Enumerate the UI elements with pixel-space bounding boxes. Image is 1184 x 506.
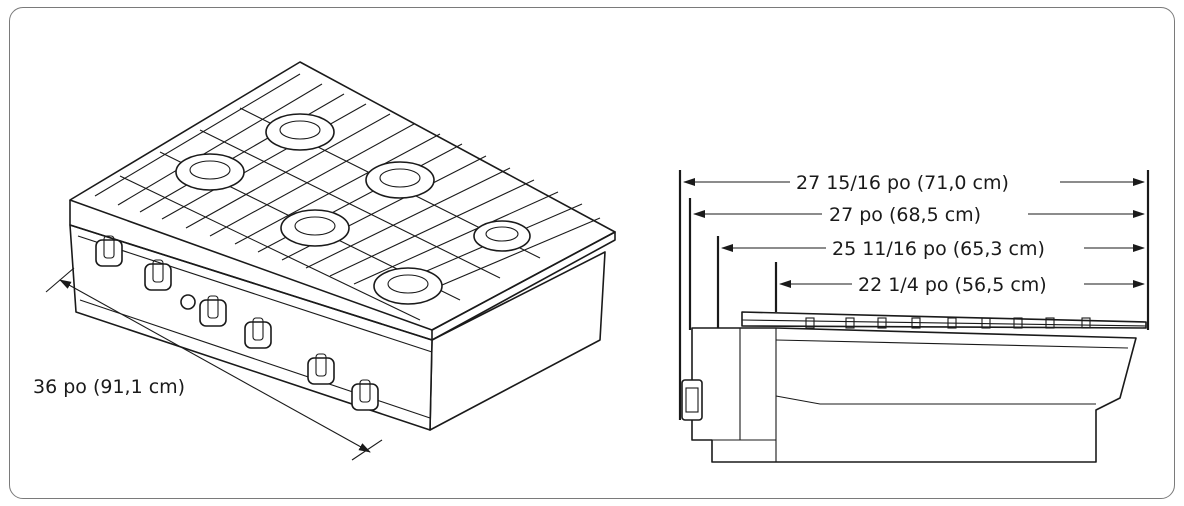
knob-icon <box>144 259 172 291</box>
cooktop-side-view: 27 15/16 po (71,0 cm) 27 po (68,5 cm) 25… <box>678 170 1150 463</box>
side-knob-icon <box>681 379 703 421</box>
burner-2 <box>175 153 245 191</box>
diagram-frame <box>9 7 1175 499</box>
width-dimension <box>45 267 383 461</box>
burner-5 <box>473 220 531 252</box>
burner-4 <box>280 209 350 247</box>
depth-overall-label: 27 15/16 po (71,0 cm) <box>796 172 1009 194</box>
burner-1 <box>265 113 335 151</box>
knob-icon <box>244 317 272 349</box>
cooktop-isometric-view: 36 po (91,1 cm) <box>33 61 616 461</box>
knob-icon <box>180 294 196 310</box>
burner-3 <box>365 161 435 199</box>
knob-icon <box>307 353 335 385</box>
side-grate <box>741 311 1147 329</box>
knob-icon <box>199 295 227 327</box>
knob-icon <box>95 235 123 267</box>
burner-6 <box>373 267 443 305</box>
depth-4-label: 22 1/4 po (56,5 cm) <box>858 274 1047 296</box>
knob-icon <box>351 379 379 411</box>
depth-3-label: 25 11/16 po (65,3 cm) <box>832 238 1045 260</box>
width-label: 36 po (91,1 cm) <box>33 376 185 398</box>
depth-2-label: 27 po (68,5 cm) <box>829 204 981 226</box>
side-body <box>691 327 1137 463</box>
